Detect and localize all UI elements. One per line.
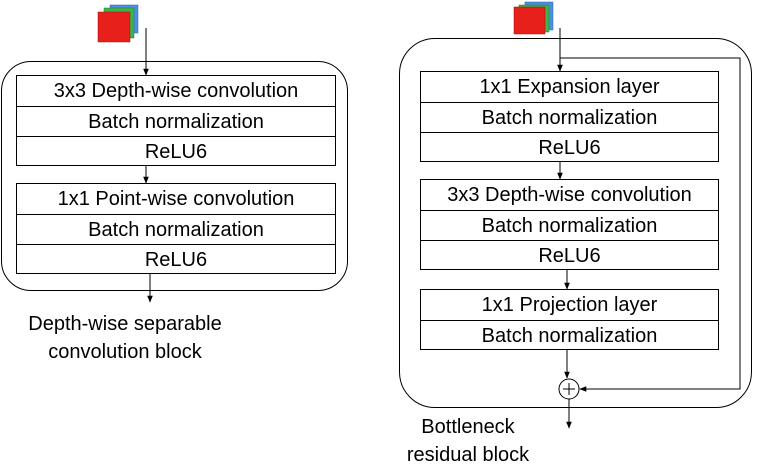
feature-map-stack-icon — [97, 4, 139, 43]
layer-pointwise-conv: 1x1 Point-wise convolution — [57, 188, 295, 210]
pointwise-conv-group: 1x1 Point-wise convolution Batch normali… — [16, 183, 336, 274]
layer-depthwise-conv: 3x3 Depth-wise convolution — [53, 80, 299, 102]
caption-line: convolution block — [48, 341, 202, 363]
layer-batch-norm: Batch normalization — [421, 210, 718, 240]
depthwise-conv-group: 3x3 Depth-wise convolution Batch normali… — [420, 179, 719, 270]
layer-depthwise-conv: 3x3 Depth-wise convolution — [447, 184, 692, 206]
depthwise-conv-group: 3x3 Depth-wise convolution Batch normali… — [16, 75, 336, 166]
layer-batch-norm: Batch normalization — [17, 214, 335, 244]
layer-projection: 1x1 Projection layer — [481, 294, 658, 316]
layer-batch-norm: Batch normalization — [421, 320, 718, 350]
caption-line: residual block — [406, 444, 530, 466]
caption-line: Bottleneck — [421, 416, 515, 438]
layer-relu6: ReLU6 — [421, 132, 718, 162]
layer-relu6: ReLU6 — [421, 240, 718, 270]
layer-expansion: 1x1 Expansion layer — [479, 76, 660, 98]
left-block-caption: Depth-wise separable convolution block — [0, 310, 250, 366]
layer-relu6: ReLU6 — [17, 244, 335, 274]
right-block-caption: Bottleneck residual block — [378, 413, 558, 469]
layer-relu6: ReLU6 — [17, 136, 335, 166]
expansion-group: 1x1 Expansion layer Batch normalization … — [420, 71, 719, 162]
layer-batch-norm: Batch normalization — [17, 106, 335, 136]
projection-group: 1x1 Projection layer Batch normalization — [420, 289, 719, 350]
residual-skip-connection — [560, 57, 741, 392]
feature-map-stack-icon — [513, 1, 554, 35]
caption-line: Depth-wise separable — [28, 313, 222, 335]
addition-node-icon — [558, 378, 580, 400]
layer-batch-norm: Batch normalization — [421, 102, 718, 132]
